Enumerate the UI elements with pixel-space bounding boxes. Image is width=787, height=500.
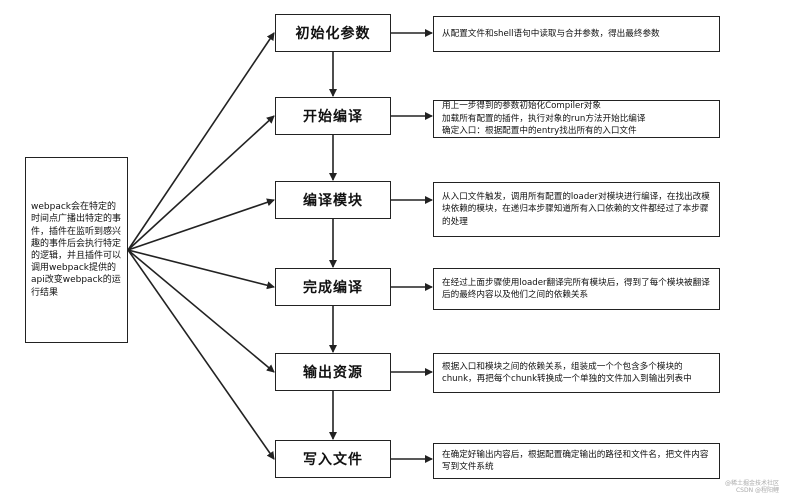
watermark: @稀土掘金技术社区 CSDN @程阳鲤 (725, 480, 779, 494)
step-desc-text: 在确定好输出内容后，根据配置确定输出的路径和文件名，把文件内容写到文件系统 (442, 449, 709, 473)
step-desc-box-1: 从配置文件和shell语句中读取与合并参数，得出最终参数 (433, 16, 720, 52)
plugin-arrow-5 (127, 249, 275, 373)
step-label: 完成编译 (303, 280, 363, 296)
step-desc-box-2: 用上一步得到的参数初始化Compiler对象 加载所有配置的插件，执行对象的ru… (433, 100, 720, 138)
watermark-line-2: CSDN @程阳鲤 (735, 487, 779, 494)
step-desc-box-3: 从入口文件触发，调用所有配置的loader对模块进行编译，在找出改模块依赖的模块… (433, 182, 720, 237)
step-desc-box-5: 根据入口和模块之间的依赖关系，组装成一个个包含多个模块的chunk，再把每个ch… (433, 353, 720, 393)
step-box-4: 完成编译 (275, 268, 391, 306)
plugin-note-text: webpack会在特定的时间点广播出特定的事件，插件在监听到感兴趣的事件后会执行… (31, 202, 122, 298)
step-box-2: 开始编译 (275, 97, 391, 135)
step-desc-text: 在经过上面步骤使用loader翻译完所有模块后，得到了每个模块被翻译后的最终内容… (442, 277, 710, 301)
step-desc-box-6: 在确定好输出内容后，根据配置确定输出的路径和文件名，把文件内容写到文件系统 (433, 443, 720, 479)
step-box-6: 写入文件 (275, 440, 391, 478)
step-label: 写入文件 (303, 452, 363, 468)
step-desc-box-4: 在经过上面步骤使用loader翻译完所有模块后，得到了每个模块被翻译后的最终内容… (433, 268, 720, 310)
step-desc-text: 从入口文件触发，调用所有配置的loader对模块进行编译，在找出改模块依赖的模块… (442, 191, 710, 227)
step-label: 开始编译 (303, 109, 363, 125)
step-desc-text: 用上一步得到的参数初始化Compiler对象 加载所有配置的插件，执行对象的ru… (442, 101, 646, 137)
plugin-arrow-4 (127, 249, 275, 290)
step-box-3: 编译模块 (275, 181, 391, 219)
plugin-arrow-6 (127, 249, 275, 460)
watermark-line-1: @稀土掘金技术社区 (724, 480, 779, 487)
plugin-note-box: webpack会在特定的时间点广播出特定的事件，插件在监听到感兴趣的事件后会执行… (25, 157, 128, 343)
plugin-arrow-2 (127, 115, 275, 251)
step-label: 初始化参数 (295, 26, 371, 42)
step-desc-text: 从配置文件和shell语句中读取与合并参数，得出最终参数 (442, 28, 660, 39)
step-box-1: 初始化参数 (275, 14, 391, 52)
step-desc-text: 根据入口和模块之间的依赖关系，组装成一个个包含多个模块的chunk，再把每个ch… (442, 361, 692, 385)
plugin-arrow-1 (127, 32, 275, 251)
step-label: 编译模块 (303, 193, 363, 209)
step-label: 输出资源 (303, 365, 363, 381)
plugin-arrow-3 (127, 198, 275, 251)
step-box-5: 输出资源 (275, 353, 391, 391)
